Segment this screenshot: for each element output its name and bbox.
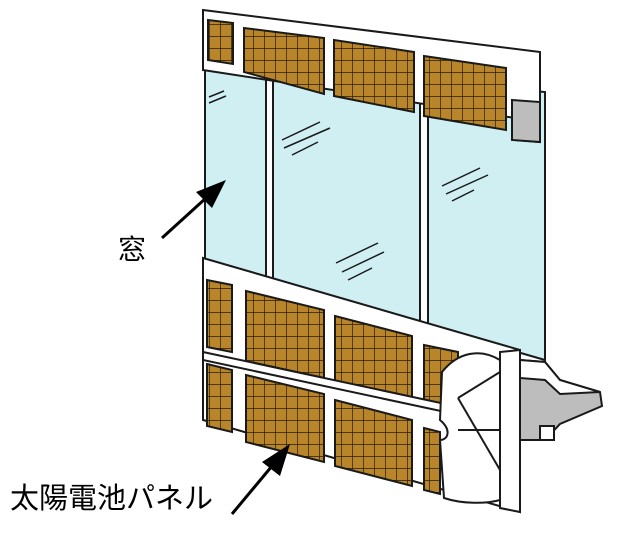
- solar-panel-arrow: [230, 444, 290, 515]
- lower-solar-band: [202, 256, 521, 514]
- window-arrow: [160, 180, 226, 240]
- window-label: 窓: [118, 233, 147, 266]
- upper-solar-band: [202, 8, 541, 144]
- glass-reflections: [208, 90, 489, 281]
- solar-panel-label: 太陽電池パネル: [10, 481, 214, 515]
